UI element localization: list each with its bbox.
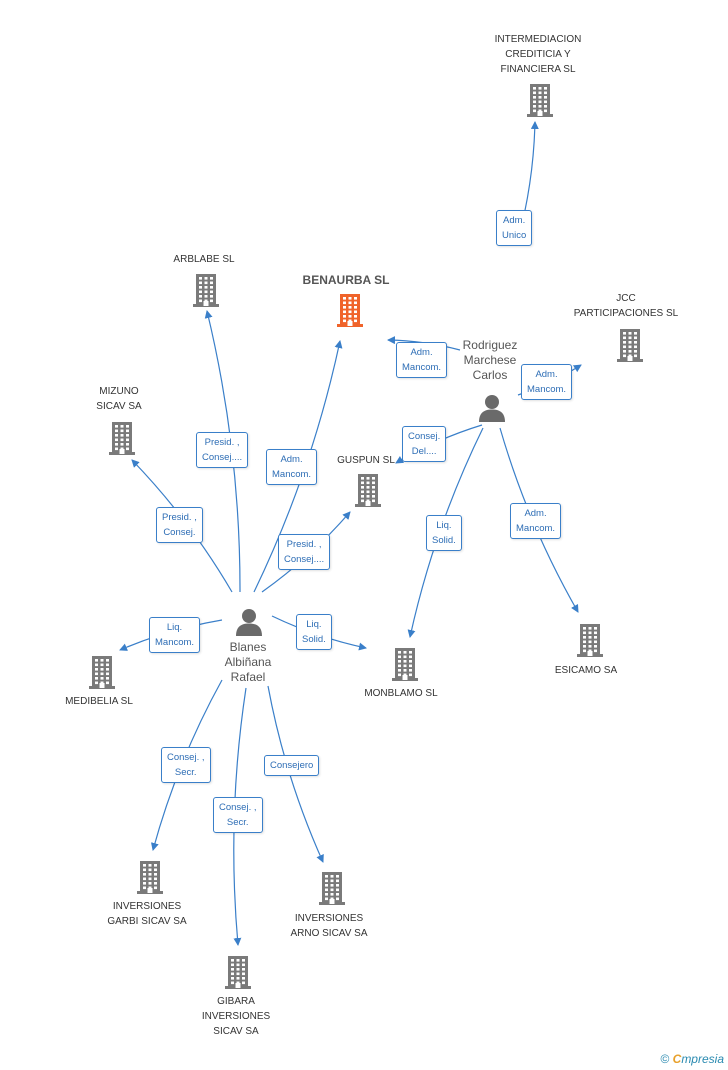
edge-label-rodriguez-intermediacion[interactable]: Adm. Unico: [496, 210, 533, 246]
edge-label-blanes-monblamo[interactable]: Liq. Solid.: [296, 614, 332, 650]
edge-label-blanes-benaurba[interactable]: Adm. Mancom.: [266, 449, 318, 485]
edge-label-rodriguez-escicamo[interactable]: Adm. Mancom.: [510, 503, 562, 539]
guspun-company-label[interactable]: GUSPUN SL: [337, 455, 395, 466]
jcc-company-label[interactable]: JCC PARTICIPACIONES SL: [573, 293, 679, 319]
escicamo-building-icon[interactable]: [575, 622, 605, 663]
edge-label-blanes-medibelia[interactable]: Liq. Mancom.: [149, 617, 201, 653]
empresia-watermark: © Cmpresia: [660, 1052, 724, 1066]
edge-label-rodriguez-jcc[interactable]: Adm. Mancom.: [521, 364, 573, 400]
arblabe-building-icon[interactable]: [191, 272, 221, 313]
mizuno-building-icon[interactable]: [107, 420, 137, 461]
copyright-symbol: ©: [660, 1052, 670, 1066]
arno-company-label[interactable]: INVERSIONES ARNO SICAV SA: [290, 913, 368, 939]
garbi-building-icon[interactable]: [135, 859, 165, 900]
guspun-building-icon[interactable]: [353, 472, 383, 513]
blanes-person-label[interactable]: Blanes Albiñana Rafael: [224, 640, 272, 684]
edge-label-blanes-mizuno[interactable]: Presid. , Consej.: [156, 507, 203, 543]
edge-label-blanes-arblabe[interactable]: Presid. , Consej....: [196, 432, 249, 468]
edge-label-blanes-garbi[interactable]: Consej. , Secr.: [161, 747, 211, 783]
gibara-company-label[interactable]: GIBARA INVERSIONES SICAV SA: [201, 996, 271, 1037]
arno-building-icon[interactable]: [317, 870, 347, 911]
monblamo-company-label[interactable]: MONBLAMO SL: [364, 688, 438, 699]
benaurba-company-label[interactable]: BENAURBA SL: [302, 273, 390, 287]
medibelia-company-label[interactable]: MEDIBELIA SL: [65, 696, 133, 707]
blanes-person-icon[interactable]: [234, 607, 264, 642]
benaurba-building-icon[interactable]: [335, 292, 365, 333]
edge-label-rodriguez-monblamo[interactable]: Liq. Solid.: [426, 515, 462, 551]
monblamo-building-icon[interactable]: [390, 646, 420, 687]
intermediacion-building-icon[interactable]: [525, 82, 555, 123]
jcc-building-icon[interactable]: [615, 327, 645, 368]
gibara-building-icon[interactable]: [223, 954, 253, 995]
garbi-company-label[interactable]: INVERSIONES GARBI SICAV SA: [107, 901, 187, 927]
rodriguez-person-icon[interactable]: [477, 393, 507, 428]
edge-label-blanes-gibara[interactable]: Consej. , Secr.: [213, 797, 263, 833]
medibelia-building-icon[interactable]: [87, 654, 117, 695]
edge-label-blanes-arno[interactable]: Consejero: [264, 755, 320, 776]
edge-label-rodriguez-guspun[interactable]: Consej. Del....: [402, 426, 447, 462]
arblabe-company-label[interactable]: ARBLABE SL: [173, 254, 235, 265]
brand-initial: C: [672, 1052, 682, 1066]
escicamo-company-label[interactable]: ESICAMO SA: [554, 665, 618, 676]
intermediacion-company-label[interactable]: INTERMEDIACION CREDITICIA Y FINANCIERA S…: [494, 34, 582, 75]
edge-label-blanes-guspun[interactable]: Presid. , Consej....: [278, 534, 331, 570]
rodriguez-person-label[interactable]: Rodriguez Marchese Carlos: [462, 338, 518, 382]
brand-rest: mpresia: [681, 1052, 724, 1066]
edge-label-rodriguez-benaurba[interactable]: Adm. Mancom.: [396, 342, 448, 378]
mizuno-company-label[interactable]: MIZUNO SICAV SA: [96, 386, 142, 412]
